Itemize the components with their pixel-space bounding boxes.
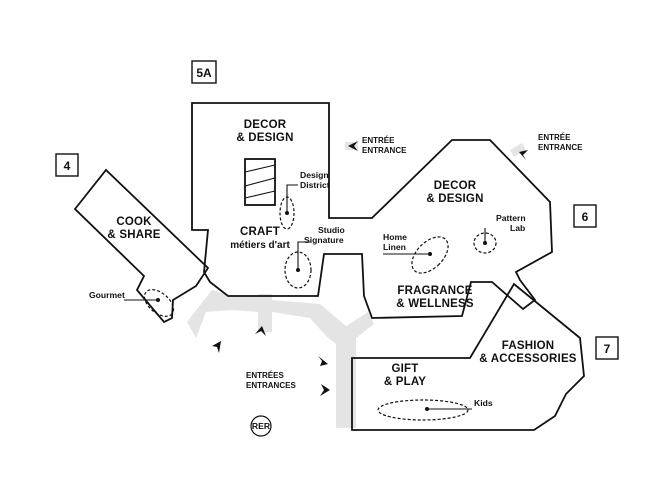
zone-fashion-line2[interactable]: & ACCESSORIES (479, 353, 577, 365)
studio-signature-area[interactable] (284, 251, 312, 289)
zone-gift-play-line2[interactable]: & PLAY (384, 376, 426, 388)
label-design-district-line1: Design (300, 170, 329, 180)
pattern-lab-area[interactable] (473, 232, 497, 254)
gourmet-area[interactable] (140, 284, 179, 321)
entrance-arrow-main-1 (255, 326, 266, 336)
hall-5a-outline (191, 102, 553, 319)
zone-fragrance-line2[interactable]: & WELLNESS (396, 298, 474, 310)
entrance-arrow-top (348, 141, 358, 151)
entrance-top-line1: ENTRÉE (362, 136, 395, 145)
zone-decor-design-5a-line1[interactable]: DECOR (244, 119, 287, 131)
studio-signature-dot (296, 268, 300, 272)
kids-dot (425, 407, 429, 411)
craft-stand (244, 158, 276, 206)
zone-cook-share-line2[interactable]: & SHARE (107, 229, 160, 241)
zone-fragrance-line1[interactable]: FRAGRANCE (397, 285, 472, 297)
entrance-main-line1: ENTRÉES (246, 371, 284, 380)
home-linen-area[interactable] (405, 230, 454, 279)
entrance-arrow-right (519, 150, 528, 160)
design-district-dot (285, 211, 289, 215)
zone-decor-design-5a-line2[interactable]: & DESIGN (236, 132, 293, 144)
building-7-marker: 7 (595, 336, 619, 360)
label-studio-signature-line2: Signature (304, 235, 344, 245)
entrance-arrow-main-2 (212, 341, 221, 353)
label-pattern-lab-line1: Pattern (496, 213, 526, 223)
entrance-right-line1: ENTRÉE (538, 133, 571, 142)
zone-decor-design-6-line2[interactable]: & DESIGN (426, 193, 483, 205)
hall-7-outline (351, 282, 585, 431)
building-6-marker: 6 (573, 204, 597, 228)
building-6-number: 6 (582, 210, 589, 224)
rer-label: RER (252, 421, 271, 431)
gourmet-dot (156, 298, 160, 302)
zone-gift-play-line1[interactable]: GIFT (392, 363, 419, 375)
entrance-top-line2: ENTRANCE (362, 146, 407, 155)
label-gourmet: Gourmet (89, 290, 125, 300)
building-5a-number: 5A (196, 66, 212, 80)
hall-4-outline (73, 168, 210, 324)
label-studio-signature-line1: Studio (318, 225, 345, 235)
kids-area[interactable] (377, 399, 469, 421)
leader-lines (124, 184, 487, 411)
pattern-lab-dot (483, 241, 487, 245)
home-linen-dot (428, 252, 432, 256)
building-outlines (73, 102, 585, 431)
zone-decor-design-6-line1[interactable]: DECOR (434, 180, 477, 192)
label-home-linen-line1: Home (383, 232, 407, 242)
label-design-district-line2: District (300, 180, 330, 190)
building-4-number: 4 (64, 159, 71, 173)
rer-station-marker[interactable]: RER (250, 415, 272, 437)
entrance-right-line2: ENTRANCE (538, 143, 583, 152)
building-5a-marker: 5A (191, 60, 217, 84)
building-7-number: 7 (604, 342, 611, 356)
entrance-arrow-main-3 (318, 356, 328, 366)
zone-craft-line1[interactable]: CRAFT (240, 226, 280, 238)
zone-cook-share-line1[interactable]: COOK (116, 216, 152, 228)
label-pattern-lab-line2: Lab (510, 223, 525, 233)
entrance-main-line2: ENTRANCES (246, 381, 296, 390)
zone-craft-line2[interactable]: métiers d'art (230, 240, 290, 251)
entrance-arrow-main-4 (320, 384, 330, 396)
label-kids: Kids (474, 398, 493, 408)
building-4-marker: 4 (55, 153, 79, 177)
entrance-arrows (212, 141, 528, 396)
zone-fashion-line1[interactable]: FASHION (502, 340, 555, 352)
label-home-linen-line2: Linen (383, 242, 406, 252)
